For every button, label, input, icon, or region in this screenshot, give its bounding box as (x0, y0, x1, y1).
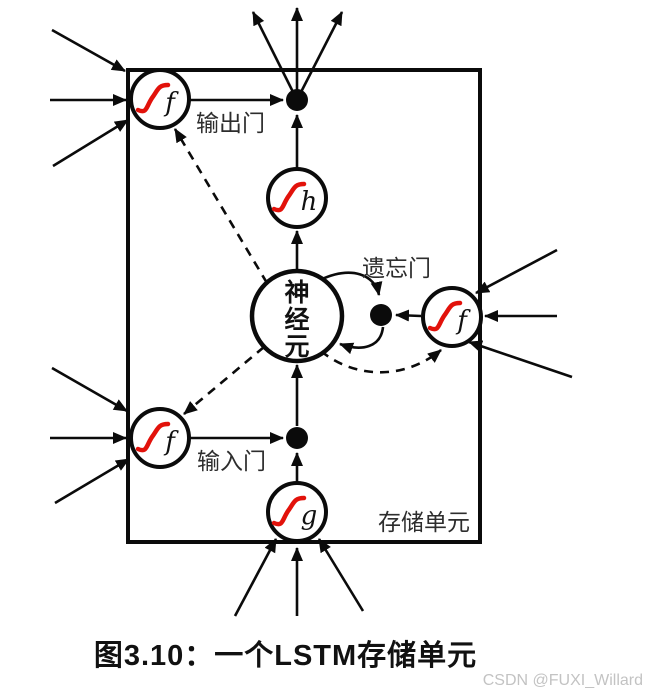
output-gate-label: 输出门 (196, 110, 265, 136)
peephole-connections (173, 128, 442, 415)
forget-gate-input-arrows (468, 248, 573, 379)
sigmoid-icon (135, 82, 171, 114)
sigmoid-icon (271, 181, 307, 213)
neuron-label-char: 经 (284, 305, 309, 334)
output-activation-node: h (266, 167, 328, 229)
watermark: CSDN @FUXI_Willard (482, 672, 643, 689)
internal-wires (190, 94, 422, 482)
sigmoid-icon (135, 421, 171, 453)
peephole-to-input-gate (183, 346, 265, 415)
memory-cell-label: 存储单元 (378, 509, 470, 535)
forget-dot-to-neuron-arrow (339, 326, 385, 355)
neuron-label-char: 元 (284, 333, 309, 361)
cell-output-arrows (251, 7, 344, 98)
neuron-label-char: 神 (284, 279, 309, 307)
input-gate-node: f (129, 407, 191, 469)
input-multiply-dot (286, 427, 308, 449)
neuron-node: 神 经 元 (249, 268, 345, 364)
output-multiply-dot (286, 89, 308, 111)
forget-gate-label: 遗忘门 (362, 255, 431, 281)
sigmoid-icon (427, 300, 463, 332)
output-gate-input-arrows (50, 28, 129, 168)
output-gate-node: f (129, 68, 191, 130)
lstm-diagram: f h 神 经 元 f f g (50, 7, 573, 617)
peephole-to-output-gate (173, 128, 269, 284)
forget-gate-node: f (421, 286, 483, 348)
gate-symbol: g (301, 501, 318, 531)
peephole-to-forget-gate (320, 348, 442, 374)
gate-symbol: h (301, 187, 318, 217)
sigmoid-icon (271, 495, 307, 527)
input-activation-node: g (266, 481, 328, 543)
neuron-to-forget-dot-arrow (319, 271, 383, 296)
cell-input-arrows (233, 538, 365, 617)
input-gate-label: 输入门 (197, 448, 266, 474)
forget-multiply-dot (370, 304, 392, 326)
figure-caption: 图3.10：一个LSTM存储单元 (93, 640, 478, 672)
input-gate-input-arrows (50, 366, 130, 505)
